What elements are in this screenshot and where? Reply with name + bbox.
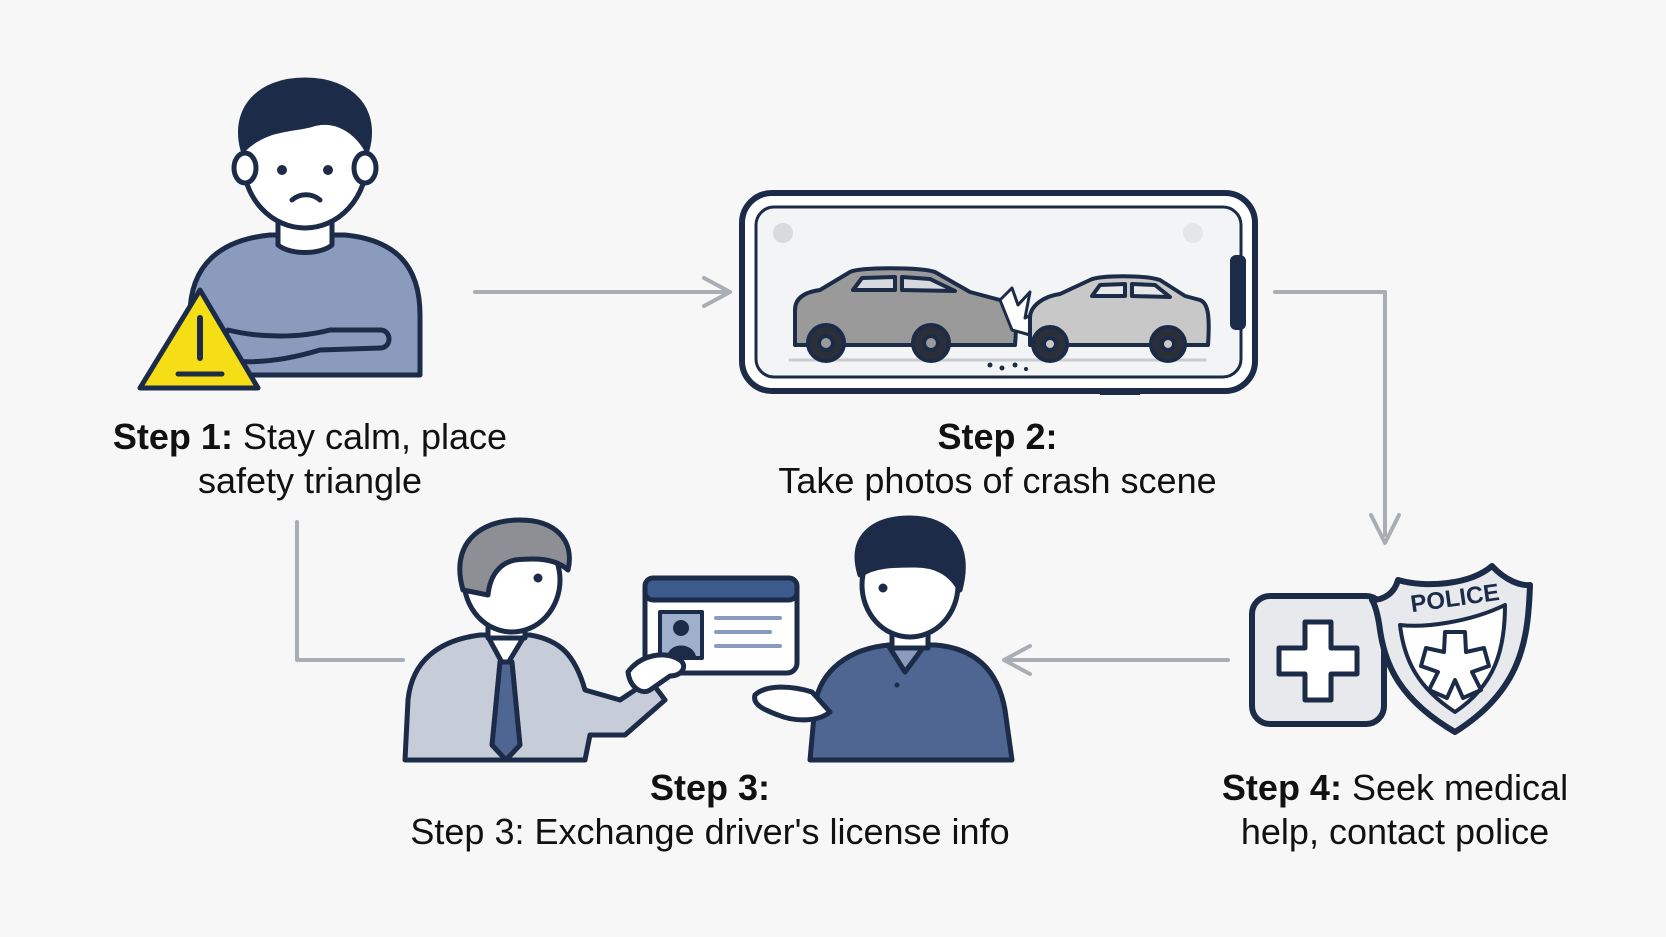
step4-caption: Step 4: Seek medical help, contact polic… — [1180, 766, 1610, 854]
smartphone-side-button — [1230, 255, 1246, 330]
step3-right-person-button — [894, 682, 900, 688]
step3-caption: Step 3: Step 3: Exchange driver's licens… — [390, 766, 1030, 854]
step1-person-eye-right — [323, 165, 333, 175]
step3-text: Step 3: Exchange driver's license info — [410, 811, 1010, 852]
step1-text-line2: safety triangle — [197, 460, 423, 501]
step1-illustration — [137, 77, 423, 391]
step2-illustration — [739, 190, 1258, 395]
step2-caption: Step 2: Take photos of crash scene — [735, 415, 1260, 503]
step3-right-person-body — [807, 642, 1015, 763]
step3-right-person-eye — [878, 583, 888, 593]
step1-person-arms — [212, 327, 392, 365]
flow-connectors — [295, 276, 1401, 676]
step3-left-person-hair — [457, 517, 572, 598]
step1-person-ear-right — [351, 150, 379, 186]
step3-left-person-body — [402, 632, 668, 763]
step2-label: Step 2: — [937, 416, 1058, 457]
arrow-step1-to-step2-head — [702, 276, 732, 308]
necktie-icon — [489, 659, 523, 763]
step1-person-mouth — [289, 192, 323, 203]
connector-step1-to-step3 — [295, 520, 405, 662]
step1-caption: Step 1: Stay calm, place safety triangle — [70, 415, 550, 503]
arrow-step4-to-step3-head — [1002, 644, 1032, 676]
police-badge-star-icon — [1419, 630, 1491, 700]
step2-text: Take photos of crash scene — [778, 460, 1217, 501]
step3-left-person-eye — [533, 573, 543, 583]
step1-label: Step 1: — [112, 416, 233, 457]
step1-person-eye-left — [277, 165, 287, 175]
arrow-step2-to-step4-head — [1369, 513, 1401, 545]
step3-right-person-hair — [854, 515, 966, 593]
drivers-license-icon — [642, 575, 800, 676]
step1-person-ear-left — [231, 150, 259, 186]
car-right-icon — [1028, 274, 1211, 363]
car-left-icon — [793, 266, 1018, 363]
camera-lens-icon — [773, 223, 793, 243]
step4-illustration: POLICE — [1249, 563, 1533, 735]
step3-label: Step 3: — [649, 767, 771, 808]
step3-illustration — [402, 515, 1015, 763]
arrow-step2-to-step4 — [1273, 290, 1387, 537]
step4-text-line2: help, contact police — [1240, 811, 1550, 852]
medical-cross-icon — [1276, 619, 1360, 703]
smartphone-bottom-bar — [1100, 390, 1140, 395]
step4-text-line1: Seek medical — [1351, 767, 1569, 808]
step3-left-person-hand — [625, 652, 687, 695]
step3-right-person-hand — [752, 684, 833, 723]
step4-label: Step 4: — [1221, 767, 1342, 808]
step1-person-hair — [238, 77, 372, 153]
smartphone-lens-secondary — [1183, 223, 1203, 243]
step1-text-line1: Stay calm, place — [242, 416, 508, 457]
